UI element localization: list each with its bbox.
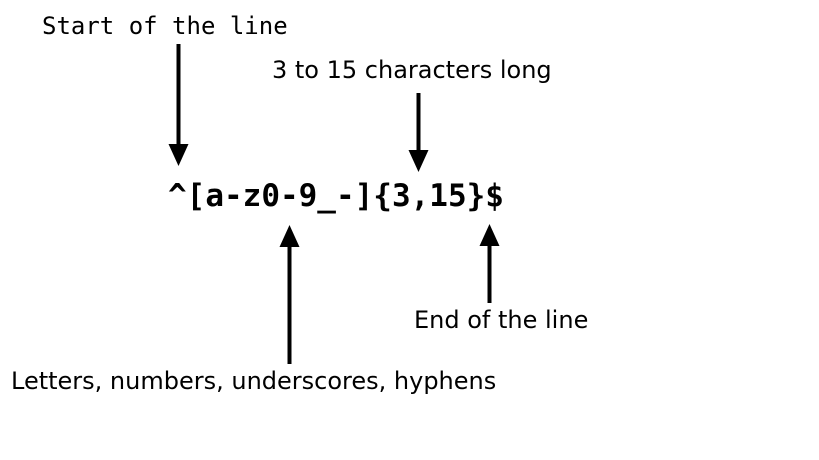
- arrow-down-start-of-line: [160, 42, 200, 170]
- arrow-up-character-class: [272, 224, 312, 366]
- annotation-label-character-class: Letters, numbers, underscores, hyphens: [11, 367, 497, 395]
- regex-pattern-text: ^[a-z0-9_-]{3,15}$: [168, 178, 504, 214]
- arrow-up-end-of-line: [472, 223, 512, 305]
- arrow-down-length-quantifier: [400, 92, 440, 176]
- annotation-label-length-quantifier: 3 to 15 characters long: [272, 56, 552, 84]
- annotation-label-end-of-line: End of the line: [414, 306, 589, 334]
- annotation-label-start-of-line: Start of the line: [42, 12, 288, 40]
